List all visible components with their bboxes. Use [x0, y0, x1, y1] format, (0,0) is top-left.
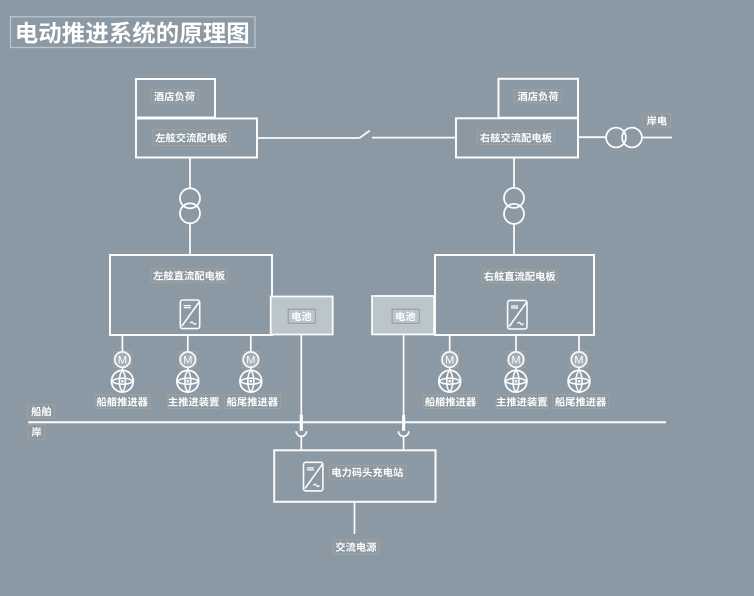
svg-text:M: M	[445, 355, 454, 367]
svg-text:M: M	[511, 355, 520, 367]
svg-text:M: M	[246, 355, 255, 367]
svg-text:M: M	[183, 355, 192, 367]
svg-text:M: M	[118, 355, 127, 367]
svg-text:M: M	[574, 355, 583, 367]
